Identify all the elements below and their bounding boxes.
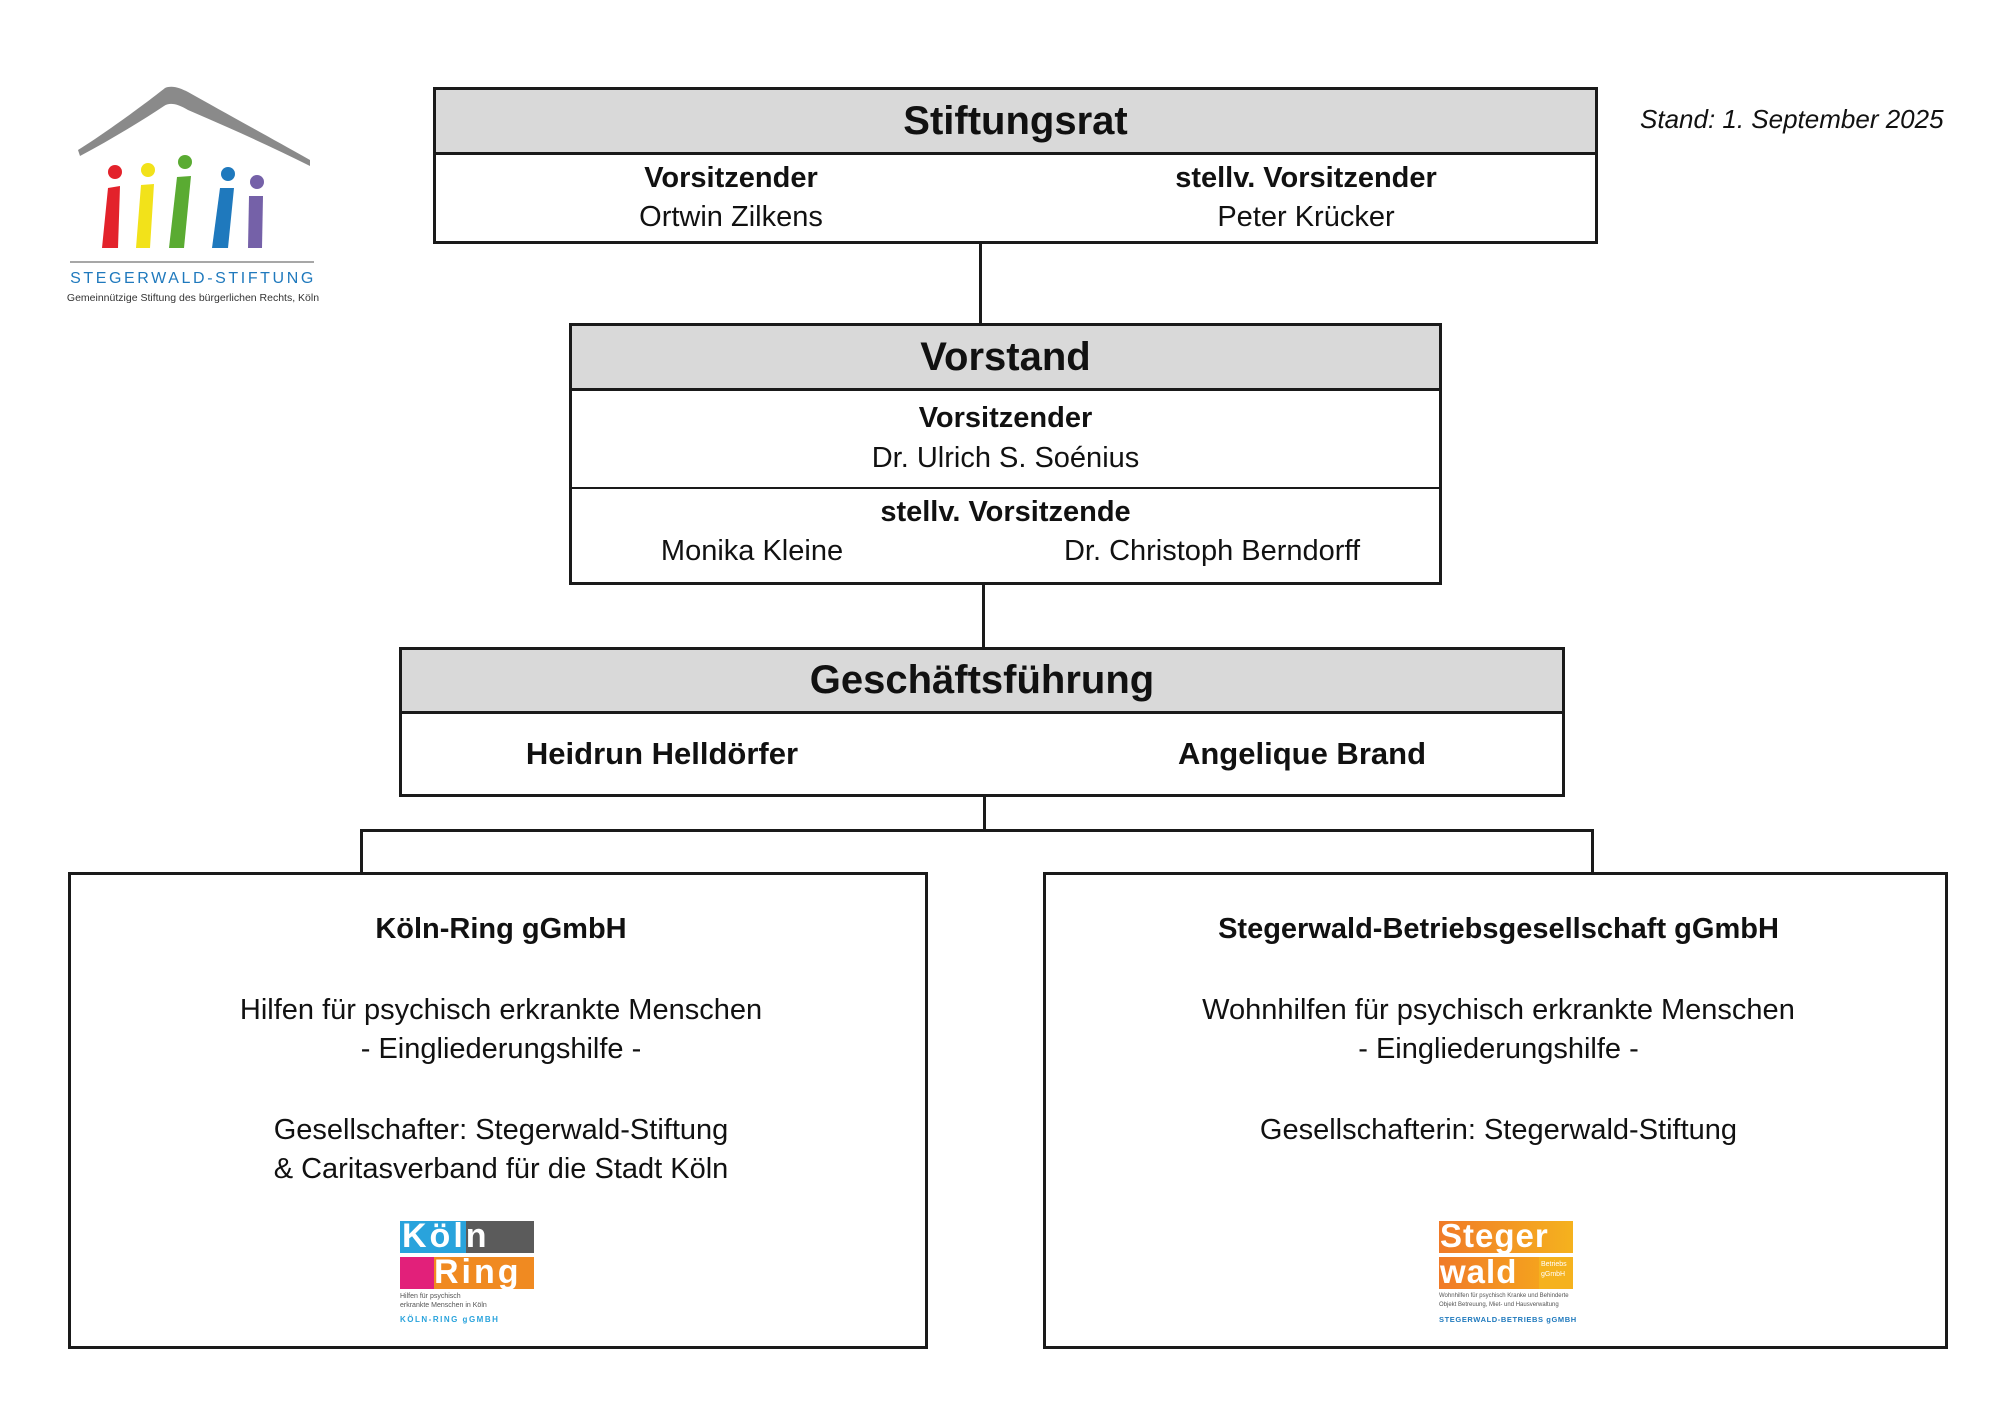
koelnring-logo-word1: Köln bbox=[402, 1217, 490, 1255]
geschaeftsfuehrung-title: Geschäftsführung bbox=[402, 650, 1562, 714]
koelnring-logo-blue-block bbox=[400, 1221, 466, 1253]
connector-rat-vorstand bbox=[979, 244, 982, 324]
stegerwald-logo-yellow-block bbox=[1539, 1257, 1573, 1289]
vorstand-box: Vorstand Vorsitzender Dr. Ulrich S. Soén… bbox=[569, 323, 1442, 585]
logo-name: STEGERWALD-STIFTUNG bbox=[70, 270, 316, 287]
logo-figures bbox=[102, 155, 264, 248]
koelnring-title: Köln-Ring gGmbH bbox=[375, 913, 627, 945]
logo-graphic bbox=[70, 86, 314, 263]
stegerwald-logo-side1: Betriebs bbox=[1541, 1261, 1567, 1268]
vorstand-deputy-left: Monika Kleine bbox=[660, 535, 844, 567]
connector-vorstand-gf bbox=[982, 585, 985, 648]
koelnring-logo-footer: KÖLN-RING gGMBH bbox=[400, 1315, 500, 1324]
stegerwald-logo-tag1: Wohnhilfen für psychisch Kranke und Behi… bbox=[1439, 1293, 1569, 1299]
stegerwald-betrieb-title: Stegerwald-Betriebsgesellschaft gGmbH bbox=[1218, 913, 1779, 945]
stegerwald-stiftung-logo: STEGERWALD-STIFTUNG Gemeinnützige Stiftu… bbox=[60, 80, 320, 320]
koelnring-owner2: & Caritasverband für die Stadt Köln bbox=[273, 1153, 729, 1185]
vorstand-divider bbox=[572, 487, 1439, 489]
stegerwald-betrieb-desc2: - Eingliederungshilfe - bbox=[1358, 1033, 1639, 1065]
stiftungsrat-box: Stiftungsrat Vorsitzender Ortwin Zilkens… bbox=[433, 87, 1598, 244]
koelnring-desc1: Hilfen für psychisch erkrankte Menschen bbox=[239, 994, 763, 1026]
koelnring-logo-orange-block bbox=[434, 1257, 534, 1289]
stegerwald-logo-side2: gGmbH bbox=[1541, 1271, 1566, 1278]
stegerwald-logo-orange-block bbox=[1439, 1221, 1573, 1253]
vorstand-deputy-right: Dr. Christoph Berndorff bbox=[1063, 535, 1361, 567]
vorstand-deputy-role: stellv. Vorsitzende bbox=[880, 496, 1131, 528]
connector-horizontal bbox=[360, 829, 1594, 832]
stegerwald-logo-orange-block2 bbox=[1439, 1257, 1539, 1289]
stand-date: Stand: 1. September 2025 bbox=[1640, 104, 1944, 134]
logo-subtitle: Gemeinnützige Stiftung des bürgerlichen … bbox=[66, 292, 320, 304]
stegerwald-betrieb-owner1: Gesellschafterin: Stegerwald-Stiftung bbox=[1259, 1114, 1738, 1146]
vorstand-title: Vorstand bbox=[572, 326, 1439, 391]
connector-gf-down bbox=[983, 797, 986, 831]
koelnring-logo-pink-block bbox=[400, 1257, 434, 1289]
vorstand-chair-name: Dr. Ulrich S. Soénius bbox=[871, 442, 1140, 474]
stiftungsrat-right-name: Peter Krücker bbox=[1217, 201, 1395, 233]
koelnring-logo-gray-block bbox=[466, 1221, 534, 1253]
stegerwald-betrieb-box: Stegerwald-Betriebsgesellschaft gGmbH Wo… bbox=[1043, 872, 1948, 1349]
stegerwald-betrieb-logo: Steger wald Betriebs gGmbH Wohnhilfen fü… bbox=[1439, 1217, 1579, 1333]
geschaeftsfuehrung-left: Heidrun Helldörfer bbox=[525, 736, 799, 771]
koelnring-owner1: Gesellschafter: Stegerwald-Stiftung bbox=[273, 1114, 729, 1146]
koelnring-desc2: - Eingliederungshilfe - bbox=[360, 1033, 642, 1065]
stegerwald-betrieb-desc1: Wohnhilfen für psychisch erkrankte Mensc… bbox=[1202, 994, 1795, 1026]
geschaeftsfuehrung-right: Angelique Brand bbox=[1177, 736, 1426, 771]
stiftungsrat-left-role: Vorsitzender bbox=[644, 162, 818, 194]
stegerwald-logo-word2: wald bbox=[1440, 1253, 1518, 1290]
stiftungsrat-title: Stiftungsrat bbox=[436, 90, 1595, 155]
stiftungsrat-left-name: Ortwin Zilkens bbox=[639, 201, 823, 233]
koelnring-logo-tag2: erkrankte Menschen in Köln bbox=[400, 1302, 487, 1309]
logo-roof bbox=[78, 86, 310, 166]
koelnring-logo-word2: Ring bbox=[434, 1253, 522, 1291]
stiftungsrat-right-role: stellv. Vorsitzender bbox=[1175, 162, 1437, 194]
koelnring-box: Köln-Ring gGmbH Hilfen für psychisch erk… bbox=[68, 872, 928, 1349]
stegerwald-logo-footer: STEGERWALD-BETRIEBS gGMBH bbox=[1439, 1315, 1577, 1324]
connector-right-drop bbox=[1591, 829, 1594, 874]
stegerwald-logo-word1: Steger bbox=[1440, 1217, 1549, 1254]
koelnring-logo: Köln Ring Hilfen für psychisch erkrankte… bbox=[400, 1217, 540, 1333]
geschaeftsfuehrung-box: Geschäftsführung Heidrun Helldörfer Ange… bbox=[399, 647, 1565, 797]
vorstand-chair-role: Vorsitzender bbox=[918, 402, 1093, 434]
stegerwald-logo-tag2: Objekt Betreuung, Miet- und Hausverwaltu… bbox=[1439, 1302, 1559, 1308]
koelnring-logo-tag1: Hilfen für psychisch bbox=[400, 1293, 461, 1300]
connector-left-drop bbox=[360, 829, 363, 874]
